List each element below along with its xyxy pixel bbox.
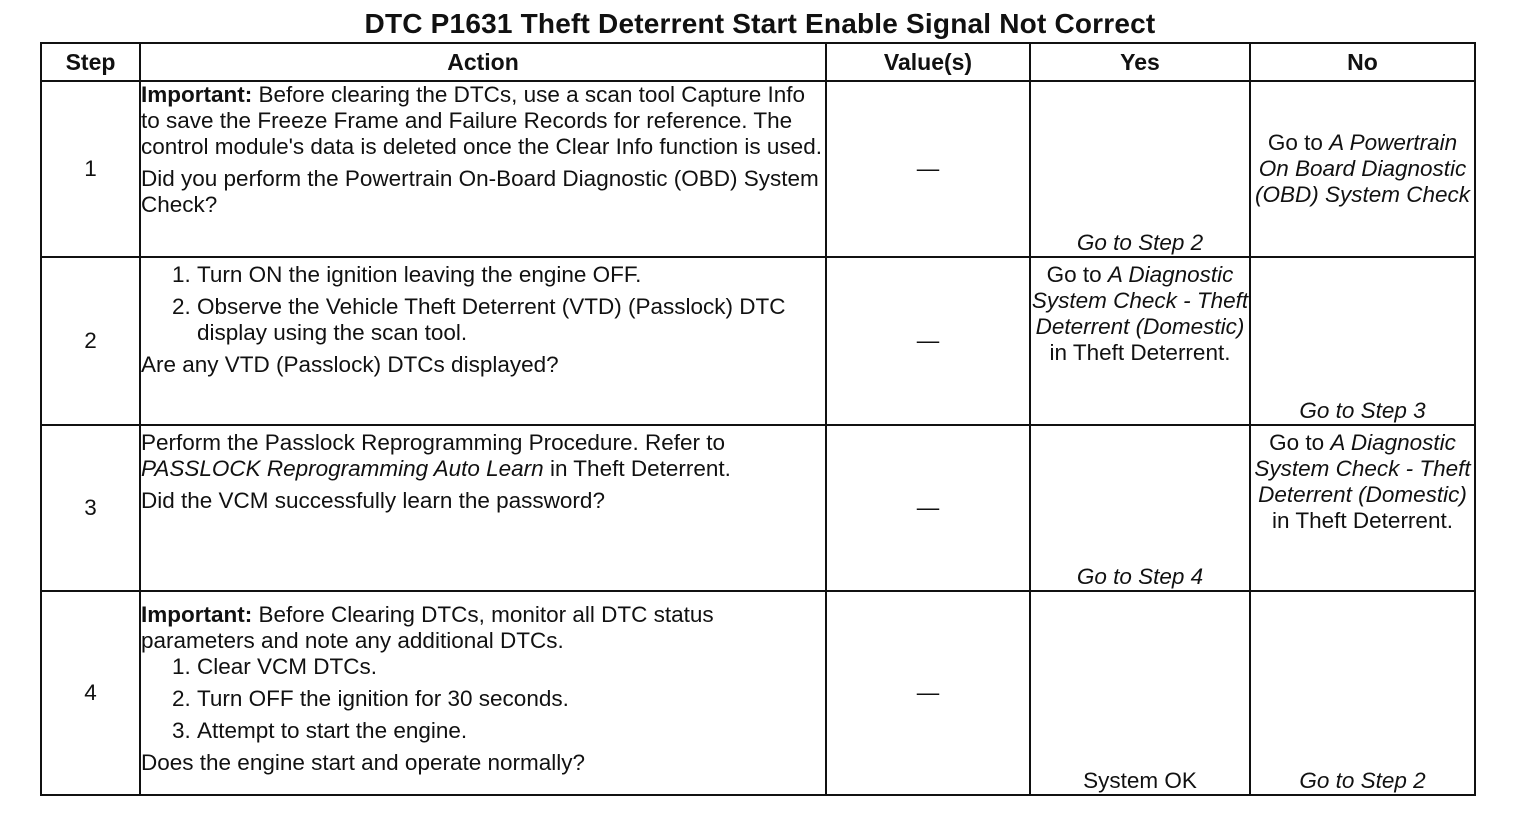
yes-suffix: in Theft Deterrent. xyxy=(1049,340,1231,365)
header-action: Action xyxy=(139,42,827,82)
no-cell: Go to A Powertrain On Board Diagnostic (… xyxy=(1249,80,1476,258)
table-row-step-1: 1 Important: Before clearing the DTCs, u… xyxy=(40,80,1476,258)
no-suffix: in Theft Deterrent. xyxy=(1272,508,1453,533)
yes-prefix: Go to xyxy=(1046,262,1108,287)
step-number: 4 xyxy=(40,590,141,796)
table-row-step-4: 4 Important: Before Clearing DTCs, monit… xyxy=(40,590,1476,796)
action-question: Does the engine start and operate normal… xyxy=(141,750,586,775)
yes-link[interactable]: Go to Step 4 xyxy=(1076,564,1204,589)
important-note: Important: Before Clearing DTCs, monitor… xyxy=(141,602,825,654)
action-cell: Turn ON the ignition leaving the engine … xyxy=(139,256,827,426)
yes-cell: Go to A Diagnostic System Check - Theft … xyxy=(1029,256,1251,426)
table-row-step-2: 2 Turn ON the ignition leaving the engin… xyxy=(40,256,1476,426)
yes-link[interactable]: Go to Step 2 xyxy=(1076,230,1204,255)
value-cell: — xyxy=(825,80,1031,258)
instruction-text-end: in Theft Deterrent. xyxy=(543,456,731,481)
step-number: 1 xyxy=(40,80,141,258)
header-values: Value(s) xyxy=(825,42,1031,82)
important-label: Important: xyxy=(141,82,253,107)
yes-cell: System OK xyxy=(1029,590,1251,796)
important-label: Important: xyxy=(141,602,253,627)
value-cell: — xyxy=(825,256,1031,426)
no-link[interactable]: Go to Step 3 xyxy=(1299,398,1426,423)
substep-item: Turn ON the ignition leaving the engine … xyxy=(197,262,825,288)
diagnostic-table: Step Action Value(s) Yes No 1 Important:… xyxy=(40,42,1476,796)
action-question: Did the VCM successfully learn the passw… xyxy=(141,488,605,513)
no-cell: Go to Step 2 xyxy=(1249,590,1476,796)
no-cell: Go to A Diagnostic System Check - Theft … xyxy=(1249,424,1476,592)
important-text: Before Clearing DTCs, monitor all DTC st… xyxy=(141,602,714,653)
yes-link[interactable]: A Diagnostic System Check - Theft Deterr… xyxy=(1031,262,1249,339)
action-question: Did you perform the Powertrain On-Board … xyxy=(141,166,819,217)
step-number: 3 xyxy=(40,424,141,592)
yes-cell: Go to Step 2 xyxy=(1029,80,1251,258)
step-number: 2 xyxy=(40,256,141,426)
value-cell: — xyxy=(825,590,1031,796)
no-prefix: Go to xyxy=(1267,130,1330,155)
document-title: DTC P1631 Theft Deterrent Start Enable S… xyxy=(364,8,1156,39)
substep-item: Turn OFF the ignition for 30 seconds. xyxy=(197,686,825,712)
header-step: Step xyxy=(40,42,141,82)
action-cell: Important: Before clearing the DTCs, use… xyxy=(139,80,827,258)
substep-list: Clear VCM DTCs. Turn OFF the ignition fo… xyxy=(141,654,825,744)
action-instruction: Perform the Passlock Reprogramming Proce… xyxy=(141,430,825,482)
instruction-text: Perform the Passlock Reprogramming Proce… xyxy=(141,430,725,455)
header-row: Step Action Value(s) Yes No xyxy=(40,42,1476,82)
important-text: Before clearing the DTCs, use a scan too… xyxy=(141,82,822,159)
reference-link[interactable]: PASSLOCK Reprogramming Auto Learn xyxy=(141,456,544,481)
no-link[interactable]: A Powertrain On Board Diagnostic (OBD) S… xyxy=(1254,130,1471,207)
value-cell: — xyxy=(825,424,1031,592)
no-cell: Go to Step 3 xyxy=(1249,256,1476,426)
important-note: Important: Before clearing the DTCs, use… xyxy=(141,82,825,160)
header-yes: Yes xyxy=(1029,42,1251,82)
table-row-step-3: 3 Perform the Passlock Reprogramming Pro… xyxy=(40,424,1476,592)
substep-item: Attempt to start the engine. xyxy=(197,718,825,744)
yes-cell: Go to Step 4 xyxy=(1029,424,1251,592)
no-link[interactable]: Go to Step 2 xyxy=(1299,768,1426,793)
action-cell: Perform the Passlock Reprogramming Proce… xyxy=(139,424,827,592)
substep-item: Observe the Vehicle Theft Deterrent (VTD… xyxy=(197,294,825,346)
no-link[interactable]: A Diagnostic System Check - Theft Deterr… xyxy=(1254,430,1471,507)
header-no: No xyxy=(1249,42,1476,82)
action-question: Are any VTD (Passlock) DTCs displayed? xyxy=(141,352,559,377)
action-cell: Important: Before Clearing DTCs, monitor… xyxy=(139,590,827,796)
no-prefix: Go to xyxy=(1269,430,1331,455)
substep-item: Clear VCM DTCs. xyxy=(197,654,825,680)
substep-list: Turn ON the ignition leaving the engine … xyxy=(141,262,825,346)
